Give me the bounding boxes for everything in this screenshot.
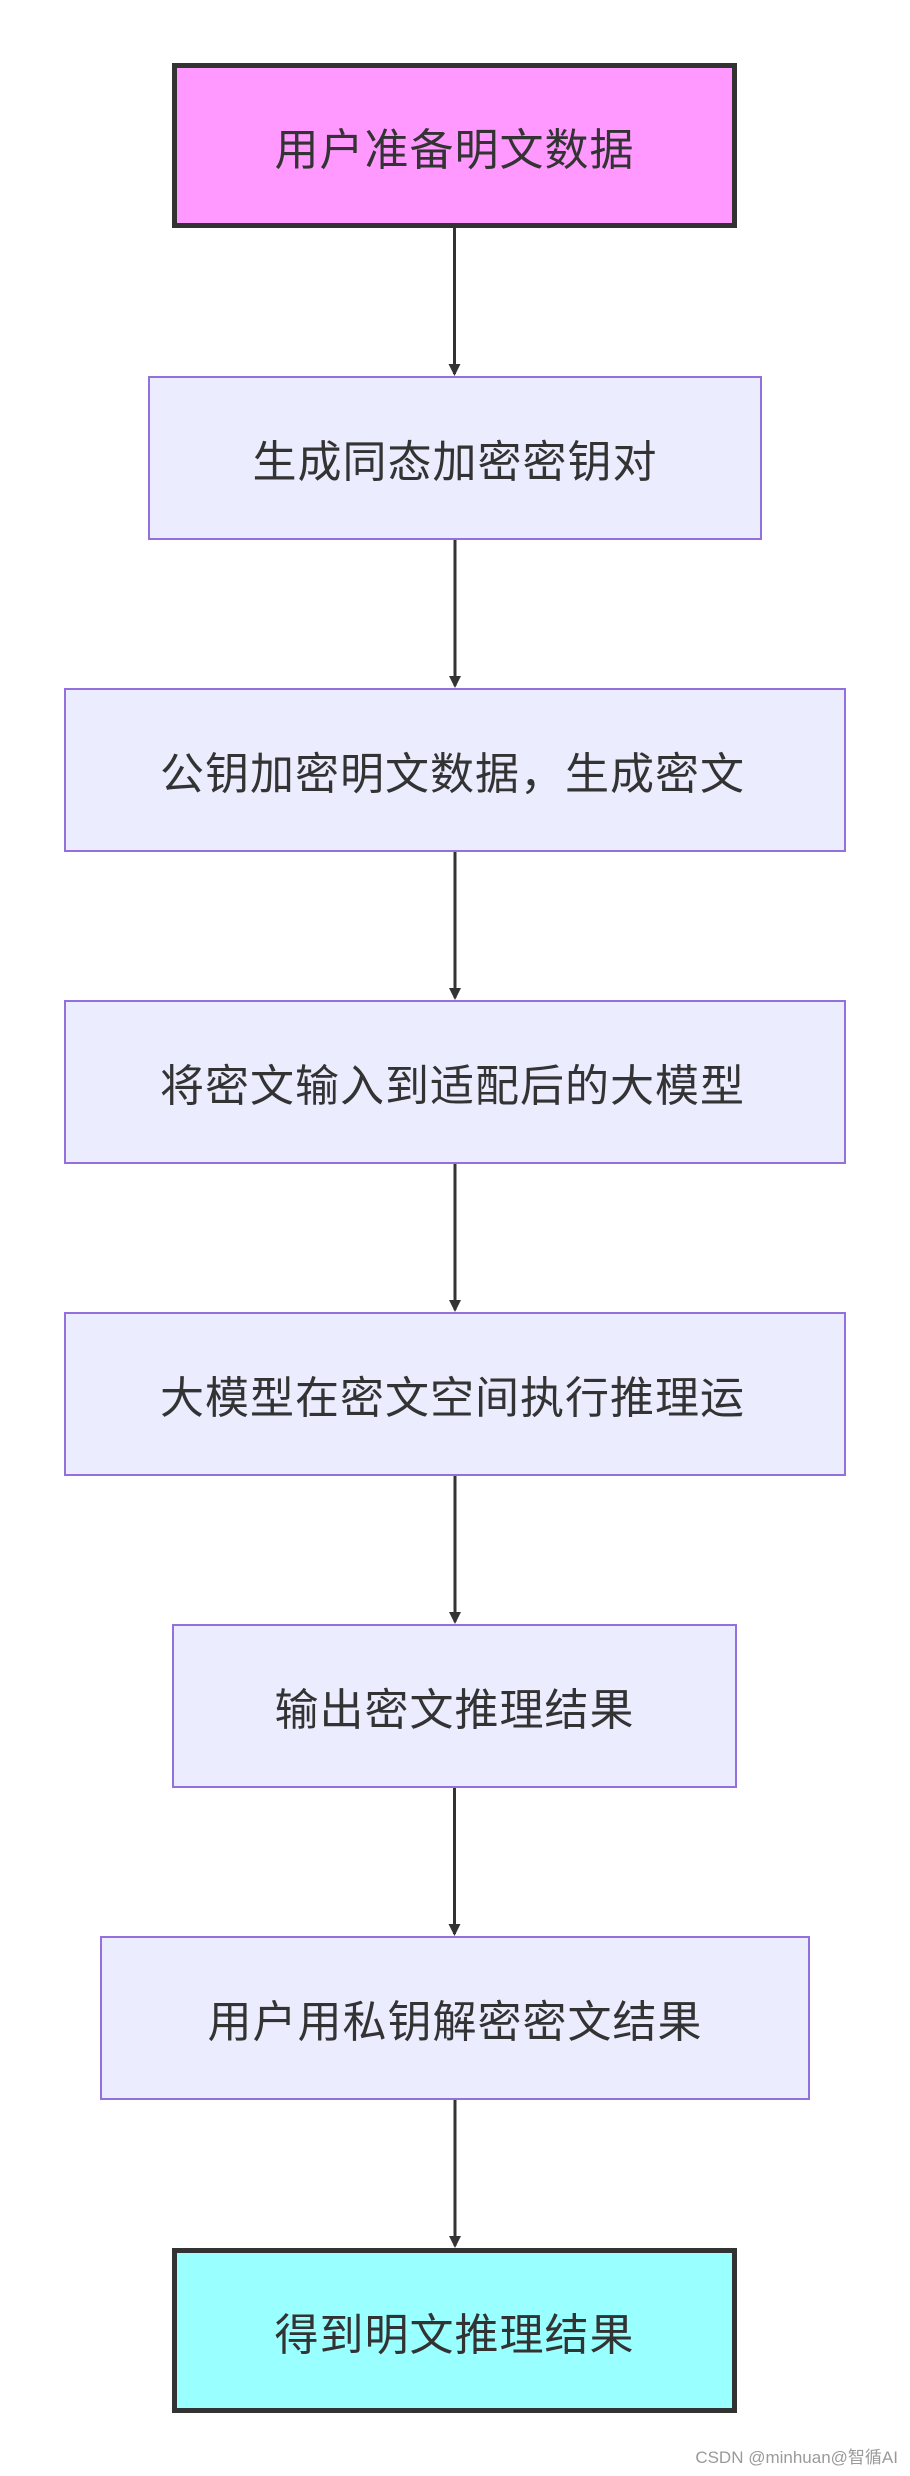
flow-node-start: 用户准备明文数据 [172, 63, 737, 228]
flow-node-end: 得到明文推理结果 [172, 2248, 737, 2413]
flow-node-label: 用户用私钥解密密文结果 [207, 1997, 703, 2048]
flow-node-output-ciphertext-result: 输出密文推理结果 [172, 1624, 737, 1788]
flow-node-input-ciphertext: 将密文输入到适配后的大模型 [64, 1000, 846, 1164]
flow-node-label: 大模型在密文空间执行推理运 [160, 1373, 745, 1424]
flow-node-label: 用户准备明文数据 [274, 124, 635, 176]
flow-node-label: 将密文输入到适配后的大模型 [160, 1061, 745, 1112]
flow-node-label: 得到明文推理结果 [274, 2309, 635, 2361]
flow-node-encrypted-inference: 大模型在密文空间执行推理运 [64, 1312, 846, 1476]
flow-node-label: 生成同态加密密钥对 [252, 437, 658, 488]
watermark: CSDN @minhuan@智循AI [695, 2448, 898, 2467]
flow-node-label: 公钥加密明文数据，生成密文 [160, 749, 745, 800]
flow-node-decrypt-result: 用户用私钥解密密文结果 [100, 1936, 810, 2100]
flow-node-label: 输出密文推理结果 [274, 1685, 635, 1736]
flow-node-encrypt-plaintext: 公钥加密明文数据，生成密文 [64, 688, 846, 852]
flow-node-generate-keypair: 生成同态加密密钥对 [148, 376, 762, 540]
